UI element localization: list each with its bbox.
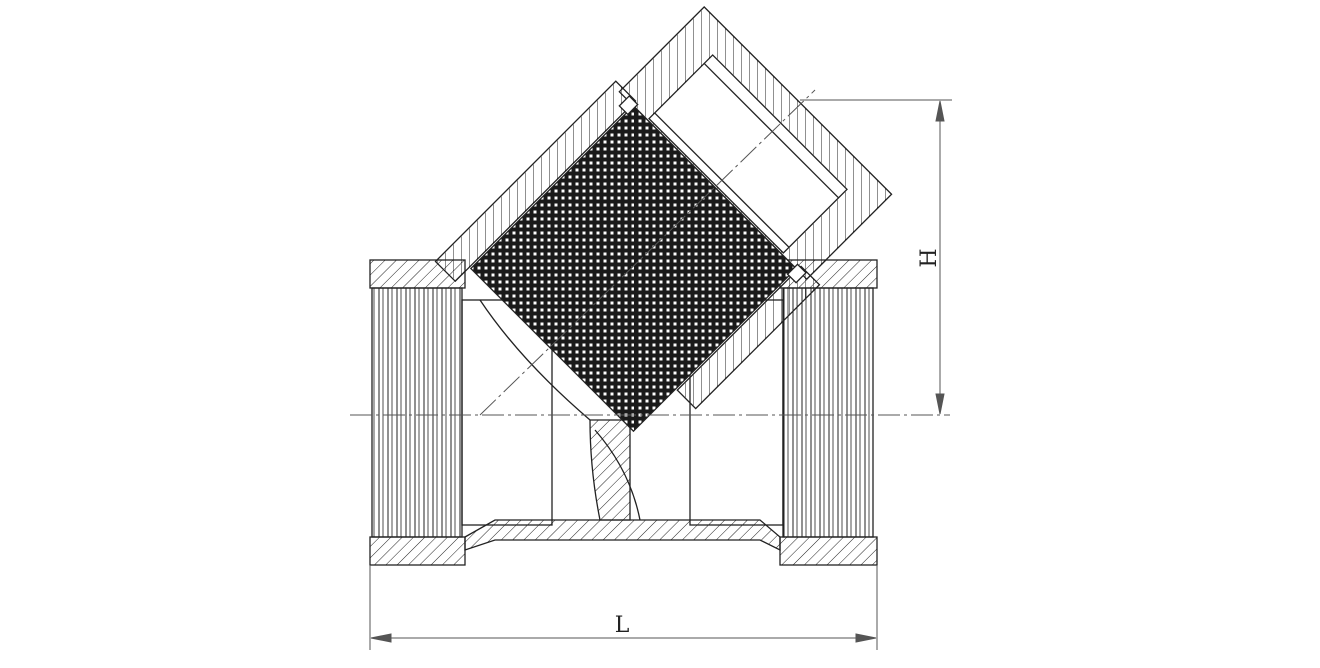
partition	[589, 419, 631, 521]
gasket-top	[618, 95, 639, 116]
center-lines	[350, 89, 950, 416]
left-thread	[371, 287, 463, 538]
arrow-top	[935, 100, 945, 122]
right-thread	[782, 287, 874, 538]
valve-body	[369, 259, 878, 566]
strainer-branch	[434, 5, 893, 433]
arrow-right	[855, 633, 877, 643]
bottom-wall	[464, 519, 781, 552]
arrow-left	[370, 633, 392, 643]
height-label: H	[917, 248, 942, 267]
left-port-wall-bottom	[369, 536, 466, 566]
branch-centerline	[479, 89, 816, 416]
length-label: L	[615, 613, 630, 638]
dimension-length: L	[369, 565, 878, 650]
arrow-bottom	[935, 393, 945, 415]
right-port-wall-bottom	[779, 536, 878, 566]
cap-plug	[648, 54, 848, 254]
dimension-height: H	[800, 99, 952, 415]
gasket-bottom	[786, 263, 807, 284]
